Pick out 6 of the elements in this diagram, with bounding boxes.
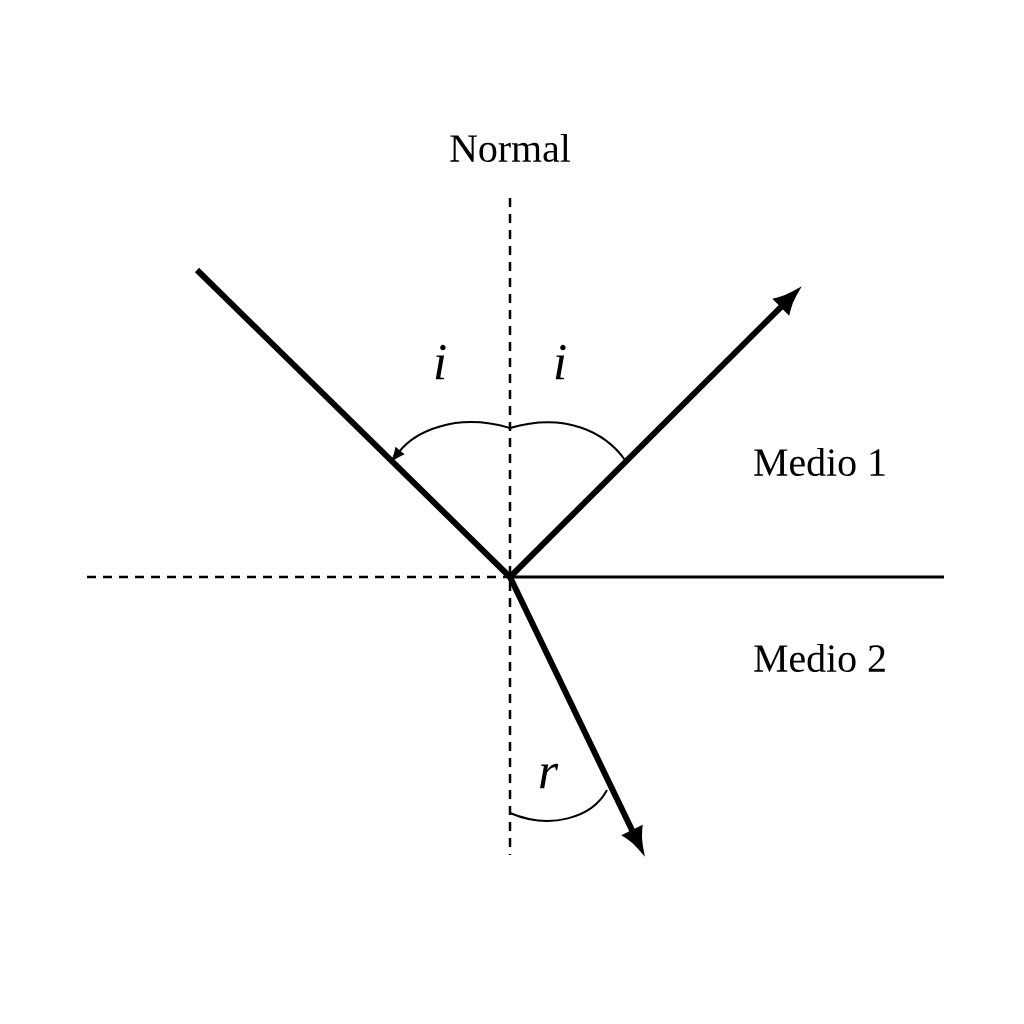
axis-label: Normal — [450, 134, 571, 163]
angle-label: i — [555, 344, 566, 380]
angle-label: i — [435, 344, 446, 380]
medium-label: Medio 1 — [754, 448, 885, 477]
medium-label: Medio 2 — [754, 644, 885, 673]
angle-label: r — [540, 763, 559, 789]
